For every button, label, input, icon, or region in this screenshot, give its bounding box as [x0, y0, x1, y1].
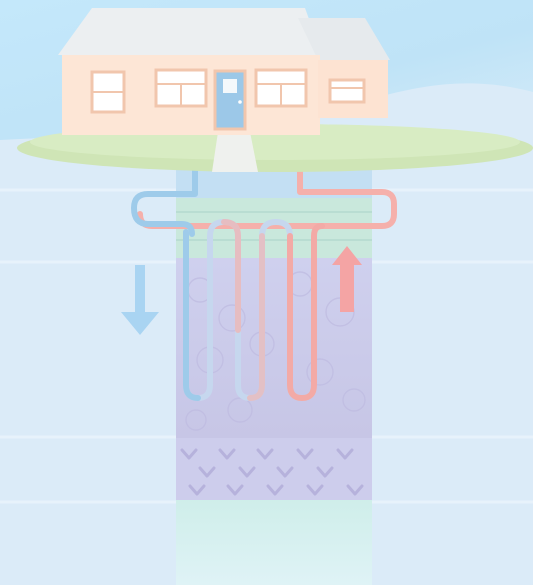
garden-path — [212, 132, 258, 172]
main-roof — [58, 8, 322, 55]
borehole-column — [176, 168, 372, 585]
window — [156, 70, 206, 106]
window — [92, 72, 124, 112]
window — [330, 80, 364, 102]
window — [256, 70, 306, 106]
house-icon — [58, 8, 390, 135]
bedrock-layer — [176, 500, 372, 585]
front-door — [215, 71, 245, 129]
